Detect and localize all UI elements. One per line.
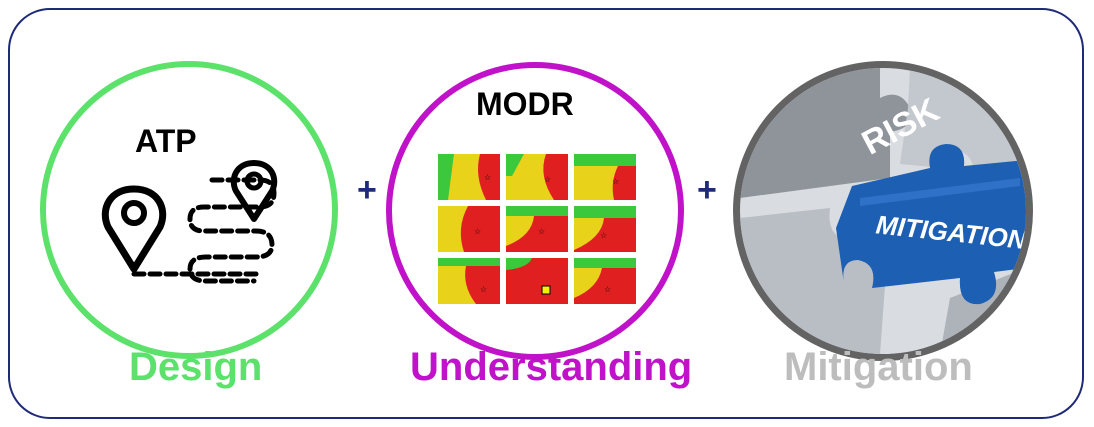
mitigation-caption: Mitigation xyxy=(784,345,973,389)
location-pin-icon-large xyxy=(101,185,167,273)
route-map-icon xyxy=(101,160,278,284)
contour-panel-9: ☆ xyxy=(574,258,636,304)
contour-panel-4: ☆ xyxy=(438,206,500,252)
svg-text:☆: ☆ xyxy=(538,227,545,236)
svg-text:☆: ☆ xyxy=(544,175,551,184)
svg-text:☆: ☆ xyxy=(604,285,611,294)
dashed-path-icon xyxy=(187,177,277,284)
contour-panel-5: ☆ xyxy=(506,206,568,252)
plus-operator-2: + xyxy=(697,171,717,209)
contour-panel-6: ☆ xyxy=(574,206,636,252)
atp-label: ATP xyxy=(135,123,197,159)
contour-panel-3: ☆ xyxy=(574,154,636,200)
plus-operator-1: + xyxy=(357,171,377,209)
contour-panel-1: ☆ xyxy=(438,154,500,200)
svg-text:☆: ☆ xyxy=(600,231,607,240)
understanding-caption: Understanding xyxy=(410,345,693,389)
design-circle: ATP xyxy=(40,61,338,359)
understanding-circle: MODR ☆ ☆ ☆ xyxy=(386,62,684,360)
modr-label: MODR xyxy=(476,86,574,122)
design-caption: Design xyxy=(129,345,263,389)
contour-panel-8 xyxy=(506,258,568,304)
mitigation-circle: RISK MITIGATION xyxy=(733,61,1033,361)
puzzle-pieces-icon: RISK MITIGATION xyxy=(740,68,1026,354)
contour-panel-7: ☆ xyxy=(438,258,500,304)
contour-panel-2: ☆ xyxy=(506,154,568,200)
svg-text:☆: ☆ xyxy=(612,177,619,186)
outer-frame xyxy=(8,8,1084,419)
location-pin-icon xyxy=(230,160,278,222)
modr-contour-grid: ☆ ☆ ☆ ☆ ☆ xyxy=(428,146,650,308)
svg-text:☆: ☆ xyxy=(480,285,487,294)
svg-text:☆: ☆ xyxy=(474,227,481,236)
svg-text:☆: ☆ xyxy=(484,173,491,182)
